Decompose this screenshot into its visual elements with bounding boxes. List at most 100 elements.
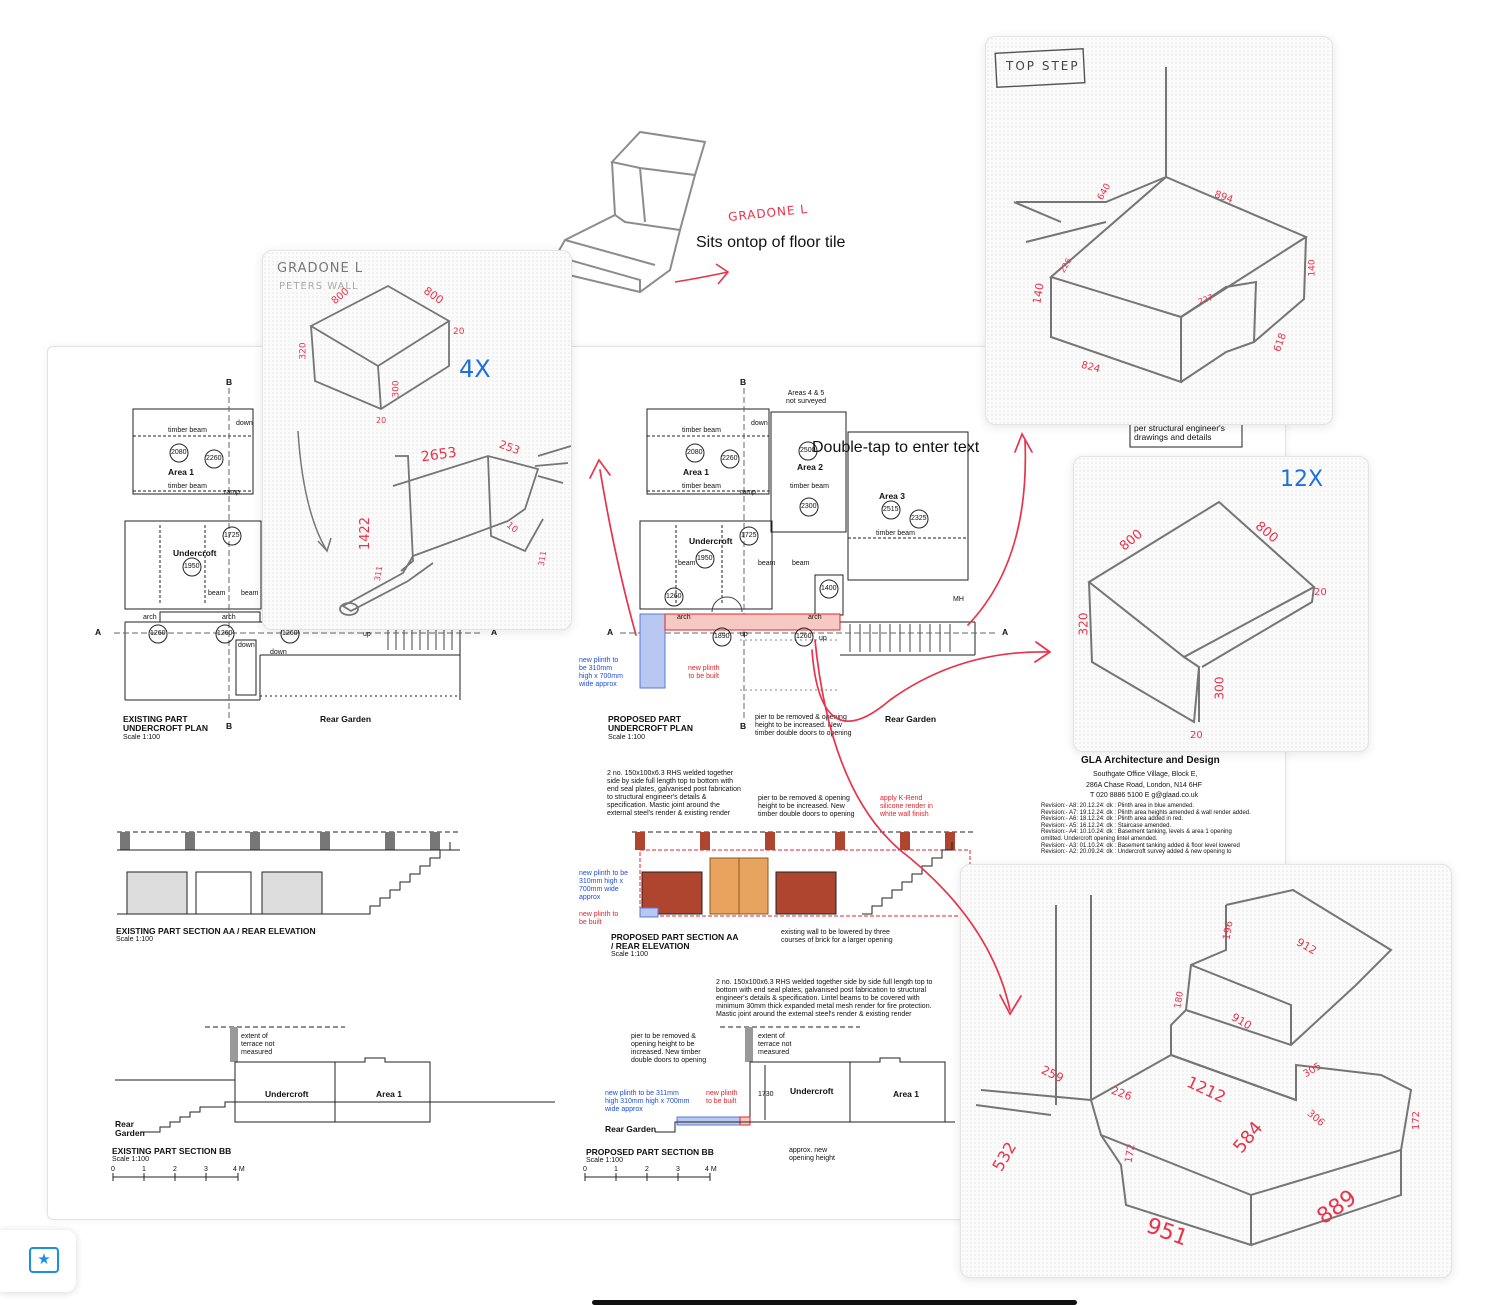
scalebar-p-1: 1 (614, 1166, 618, 1173)
handwritten-gradone-card: GRADONE L (277, 261, 364, 276)
proposed-section-bb-scale: Scale 1:100 (586, 1157, 623, 1164)
label-beam-2: beam (241, 590, 259, 597)
circle-p-1400: 1400 (821, 585, 837, 592)
label-b-bottom-proposed: B (740, 721, 747, 731)
label-b-top-proposed: B (740, 377, 747, 387)
circle-p-2515: 2515 (883, 506, 899, 513)
scalebar-p-0: 0 (583, 1166, 587, 1173)
label-arch-2: arch (222, 614, 236, 621)
label-p-beam-2: beam (758, 560, 776, 567)
label-dim-1730: 1730 (758, 1091, 774, 1098)
firm-name: GLA Architecture and Design (1081, 755, 1220, 766)
handwritten-qty-12x: 12X (1280, 467, 1324, 492)
dim-c3-2: 20 (1314, 587, 1327, 598)
note-new-opening: approx. new opening height (789, 1147, 835, 1162)
label-p-mh: MH (953, 596, 964, 603)
existing-section-bb-title: EXISTING PART SECTION BB (112, 1146, 232, 1156)
sketch-card-stairs[interactable]: 196 912 180 910 1212 259 226 305 306 584… (960, 864, 1452, 1278)
label-timber-beam-p3: timber beam (790, 483, 829, 490)
dim-c3-5: 20 (1190, 730, 1203, 741)
label-plinth-blue-plan: new plinth to be 310mm high x 700mm wide… (579, 657, 623, 688)
sketch-card-1[interactable]: GRADONE L PETERS WALL 4X 800 800 20 320 … (262, 250, 572, 630)
circle-2080: 2080 (171, 449, 187, 456)
note-plinth-blue-aa: new plinth to be 310mm high x 700mm wide… (579, 870, 629, 901)
label-p-area3: Area 3 (879, 491, 905, 501)
circle-p-1950: 1950 (697, 555, 713, 562)
label-timber-beam: timber beam (168, 427, 207, 434)
label-p-up-1: up (740, 631, 748, 638)
label-up: up (363, 631, 371, 638)
label-pbb-area1: Area 1 (893, 1089, 919, 1099)
label-pbb-rear-garden: Rear Garden (605, 1124, 657, 1134)
label-b-top-existing: B (226, 377, 233, 387)
scalebar-1: 1 (142, 1166, 146, 1173)
firm-contact: T 020 8886 5100 E g@glaad.co.uk (1090, 792, 1199, 799)
note-plinth-blue-bb: new plinth to be 311mm high 310mm high x… (605, 1090, 690, 1113)
circle-p-1260-a: 1260 (666, 593, 682, 600)
circle-p-1890: 1890 (714, 633, 730, 640)
sketch-card-4-lines (975, 888, 1413, 1247)
label-b-bottom-existing: B (226, 721, 233, 731)
label-p-rear-garden: Rear Garden (885, 714, 937, 724)
sketch-card-2-lines (994, 47, 1309, 384)
label-p-up-2: up (819, 635, 827, 642)
scalebar-0: 0 (111, 1166, 115, 1173)
label-areas-4-5: Areas 4 & 5 not surveyed (786, 390, 827, 405)
circle-p-2500: 2500 (800, 447, 816, 454)
handwritten-peters-wall: PETERS WALL (279, 281, 359, 292)
sketch-card-3-lines (1087, 500, 1316, 724)
note-wall-lowered: existing wall to be lowered by three cou… (781, 929, 893, 944)
label-plinth-red-plan: new plinth to be built (688, 665, 720, 680)
scalebar-3: 3 (204, 1166, 208, 1173)
existing-section-aa-title: EXISTING PART SECTION AA / REAR ELEVATIO… (116, 926, 316, 936)
label-p-area1: Area 1 (683, 467, 709, 477)
sketch-card-12x[interactable]: 12X 800 800 20 320 300 20 (1073, 456, 1369, 752)
label-p-arch-1: arch (677, 614, 691, 621)
scalebar-2: 2 (173, 1166, 177, 1173)
note-pier-aa: pier to be removed & opening height to b… (758, 795, 855, 818)
text-box-floor-tile[interactable]: Sits ontop of floor tile (696, 234, 846, 251)
note-plinth-red-bb: new plinth to be built (706, 1090, 738, 1105)
label-p-undercroft: Undercroft (689, 536, 733, 546)
scalebar-p-3: 3 (676, 1166, 680, 1173)
label-p-arch-2: arch (808, 614, 822, 621)
circle-p-2080: 2080 (687, 449, 703, 456)
label-area1: Area 1 (168, 467, 194, 477)
note-terrace-proposed: extent of terrace not measured (758, 1033, 792, 1056)
label-ramp: ramp (224, 489, 240, 496)
dim-c1-5: 20 (376, 416, 387, 425)
label-p-beam-3: beam (792, 560, 810, 567)
home-indicator[interactable] (592, 1300, 1077, 1305)
circle-1260-a: 1260 (150, 630, 166, 637)
sketch-card-top-step[interactable]: TOP STEP 640 894 140 226 140 227 824 618 (985, 36, 1333, 425)
label-a-left-existing: A (95, 627, 102, 637)
text-box-double-tap[interactable]: Double-tap to enter text (812, 439, 980, 456)
revision-a7: Revision:- A7: 19.12.24: dk : Plinth are… (1041, 809, 1251, 816)
circle-1950: 1950 (184, 563, 200, 570)
firm-address-2: 286A Chase Road, London, N14 6HF (1086, 782, 1202, 789)
revision-a5: Revision:- A5: 16.12.24: dk : Staircase … (1041, 822, 1172, 829)
label-down-p: down (751, 420, 768, 427)
proposed-section-aa-title: PROPOSED PART SECTION AA / REAR ELEVATIO… (611, 932, 739, 951)
note-rhs-aa: 2 no. 150x100x6.3 RHS welded together si… (607, 770, 741, 817)
label-bb-rear-garden: Rear Garden (115, 1119, 145, 1138)
circle-p-1725: 1725 (741, 532, 757, 539)
favorites-button[interactable]: ★ (0, 1230, 76, 1292)
label-rear-garden: Rear Garden (320, 714, 372, 724)
label-bb-area1: Area 1 (376, 1089, 402, 1099)
circle-p-2260: 2260 (722, 455, 738, 462)
existing-section-bb-scale: Scale 1:100 (112, 1156, 149, 1163)
existing-section-aa-scale: Scale 1:100 (116, 936, 153, 943)
circle-p-1260-b: 1260 (796, 633, 812, 640)
label-p-area2: Area 2 (797, 462, 823, 472)
circle-2260: 2260 (206, 455, 222, 462)
star-icon: ★ (29, 1247, 59, 1273)
label-pbb-undercroft: Undercroft (790, 1086, 834, 1096)
label-timber-beam-2: timber beam (168, 483, 207, 490)
existing-plan-scale: Scale 1:100 (123, 734, 160, 741)
circle-1260-b: 1260 (217, 630, 233, 637)
note-rhs-bb: 2 no. 150x100x6.3 RHS welded together si… (716, 979, 933, 1018)
circle-1725: 1725 (224, 532, 240, 539)
label-timber-beam-p4: timber beam (876, 530, 915, 537)
